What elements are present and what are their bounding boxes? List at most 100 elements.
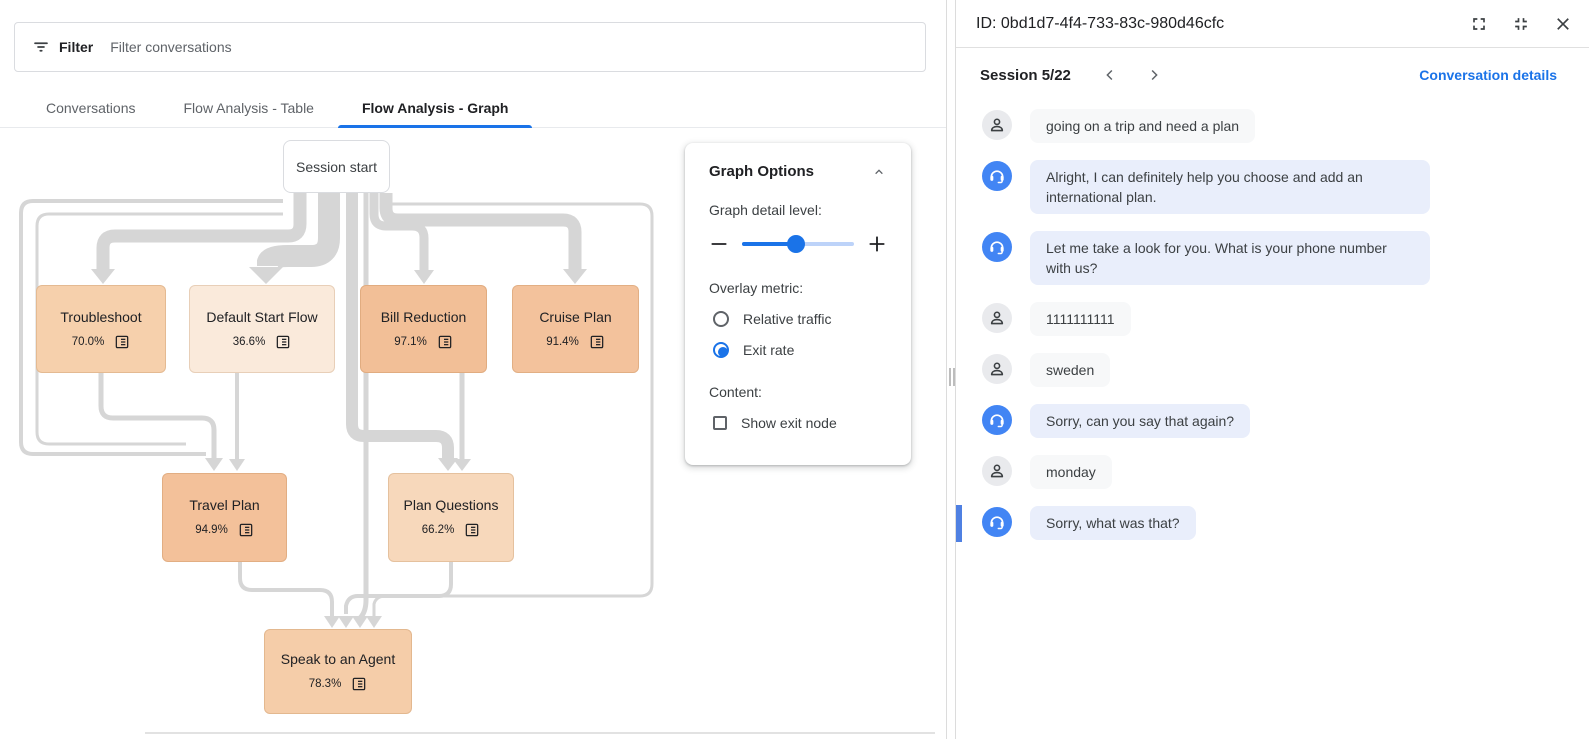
avatar	[982, 161, 1012, 191]
node-title: Plan Questions	[403, 497, 499, 513]
headset-icon	[990, 170, 1004, 184]
slider-thumb[interactable]	[786, 235, 805, 253]
conversation-details-link[interactable]: Conversation details	[1419, 67, 1557, 83]
conversation-detail-panel: ID: 0bd1d7-4f4-733-83c-980d46cfc Session…	[956, 0, 1589, 739]
message-bubble[interactable]: 1111111111	[1030, 302, 1131, 336]
tab-flow-analysis-table[interactable]: Flow Analysis - Table	[183, 99, 314, 116]
message-row[interactable]: Alright, I can definitely help you choos…	[982, 160, 1565, 214]
drag-grip-icon	[949, 368, 955, 386]
node-speak-to-an-agent[interactable]: Speak to an Agent 78.3%	[264, 629, 412, 714]
zoom-out-minus-button[interactable]	[709, 234, 729, 254]
exit-rate-value: 36.6%	[232, 335, 266, 348]
list-alt-icon[interactable]	[238, 522, 254, 538]
avatar	[982, 507, 1012, 537]
node-title: Default Start Flow	[206, 308, 318, 325]
node-cruise-plan[interactable]: Cruise Plan 91.4%	[512, 285, 639, 373]
headset-icon	[990, 414, 1004, 428]
message-bubble[interactable]: Alright, I can definitely help you choos…	[1030, 160, 1430, 214]
slider-fill	[742, 242, 796, 246]
filter-list-icon	[34, 42, 48, 52]
avatar	[982, 354, 1012, 384]
list-alt-icon[interactable]	[114, 334, 130, 350]
node-session-start[interactable]: Session start	[283, 140, 390, 193]
message-bubble[interactable]: sweden	[1030, 353, 1111, 387]
radio-selected-icon[interactable]	[713, 342, 729, 358]
avatar	[982, 456, 1012, 486]
headset-icon	[990, 241, 1004, 255]
radio-relative-traffic[interactable]: Relative traffic	[709, 311, 887, 327]
filter-bar[interactable]: Filter Filter conversations	[14, 22, 926, 72]
person-icon	[990, 464, 1004, 478]
headset-icon	[990, 516, 1004, 530]
node-title: Bill Reduction	[380, 308, 467, 325]
chevron-right-icon[interactable]	[1145, 66, 1163, 84]
node-troubleshoot[interactable]: Troubleshoot 70.0%	[36, 285, 166, 373]
list-alt-icon[interactable]	[589, 334, 605, 350]
tab-flow-analysis-graph[interactable]: Flow Analysis - Graph	[337, 88, 533, 128]
node-bill-reduction[interactable]: Bill Reduction 97.1%	[360, 285, 487, 373]
message-row[interactable]: Let me take a look for you. What is your…	[982, 231, 1565, 285]
radio-exit-rate[interactable]: Exit rate	[709, 342, 887, 358]
session-counter: Session 5/22	[980, 66, 1071, 84]
list-alt-icon[interactable]	[437, 334, 453, 350]
message-row[interactable]: Sorry, what was that?	[956, 505, 1565, 542]
graph-detail-slider[interactable]	[742, 235, 854, 253]
node-title: Travel Plan	[189, 497, 260, 513]
message-bubble[interactable]: monday	[1030, 455, 1112, 489]
node-travel-plan[interactable]: Travel Plan 94.9%	[162, 473, 287, 562]
graph-detail-level-label: Graph detail level:	[709, 202, 822, 218]
avatar	[982, 110, 1012, 140]
node-default-start-flow[interactable]: Default Start Flow 36.6%	[189, 285, 335, 373]
chevron-left-icon[interactable]	[1101, 66, 1119, 84]
fullscreen-icon[interactable]	[1469, 14, 1489, 34]
person-icon	[990, 118, 1004, 132]
message-bubble[interactable]: going on a trip and need a plan	[1030, 109, 1256, 143]
message-row[interactable]: monday	[982, 455, 1565, 489]
list-alt-icon[interactable]	[464, 522, 480, 538]
avatar	[982, 232, 1012, 262]
checkbox-show-exit-node[interactable]: Show exit node	[709, 415, 887, 431]
person-icon	[990, 311, 1004, 325]
message-row[interactable]: 1111111111	[982, 302, 1565, 336]
node-title: Cruise Plan	[539, 308, 612, 325]
flow-analysis-panel: Filter Filter conversations Conversation…	[0, 22, 946, 734]
tab-conversations[interactable]: Conversations	[46, 99, 136, 116]
selected-message-indicator	[956, 505, 962, 542]
radio-icon[interactable]	[713, 311, 729, 327]
list-alt-icon[interactable]	[275, 334, 291, 350]
message-bubble[interactable]: Sorry, can you say that again?	[1030, 404, 1251, 438]
transcript-list: going on a trip and need a plan Alright,…	[956, 102, 1589, 542]
zoom-in-plus-button[interactable]	[867, 234, 887, 254]
fullscreen-exit-icon[interactable]	[1511, 14, 1531, 34]
filter-label: Filter	[59, 39, 94, 55]
radio-label: Relative traffic	[743, 311, 832, 327]
person-icon	[990, 362, 1004, 376]
message-row[interactable]: going on a trip and need a plan	[982, 109, 1565, 143]
close-icon[interactable]	[1553, 14, 1573, 34]
avatar	[982, 405, 1012, 435]
message-bubble[interactable]: Let me take a look for you. What is your…	[1030, 231, 1430, 285]
node-title: Troubleshoot	[60, 308, 142, 325]
node-plan-questions[interactable]: Plan Questions 66.2%	[388, 473, 514, 562]
chevron-up-icon[interactable]	[871, 164, 887, 180]
message-row[interactable]: sweden	[982, 353, 1565, 387]
overlay-metric-label: Overlay metric:	[709, 280, 804, 296]
exit-rate-value: 70.0%	[71, 335, 105, 348]
list-alt-icon[interactable]	[351, 676, 367, 692]
node-title: Speak to an Agent	[280, 651, 396, 667]
exit-rate-value: 91.4%	[546, 335, 579, 348]
content-label: Content:	[709, 384, 762, 400]
panel-resize-handle[interactable]	[946, 0, 956, 739]
filter-conversations-input[interactable]: Filter conversations	[110, 39, 232, 55]
flow-edges	[19, 193, 935, 734]
graph-detail-slider-row	[709, 234, 887, 254]
session-nav-row: Session 5/22 Conversation details	[956, 48, 1589, 102]
message-bubble[interactable]: Sorry, what was that?	[1030, 506, 1196, 540]
message-row[interactable]: Sorry, can you say that again?	[982, 404, 1565, 438]
checkbox-icon[interactable]	[713, 416, 727, 430]
exit-rate-value: 78.3%	[308, 678, 342, 690]
tab-bar: Conversations Flow Analysis - Table Flow…	[0, 88, 946, 128]
radio-label: Exit rate	[743, 342, 795, 358]
graph-options-card: Graph Options Graph detail level: Overla…	[685, 143, 911, 465]
